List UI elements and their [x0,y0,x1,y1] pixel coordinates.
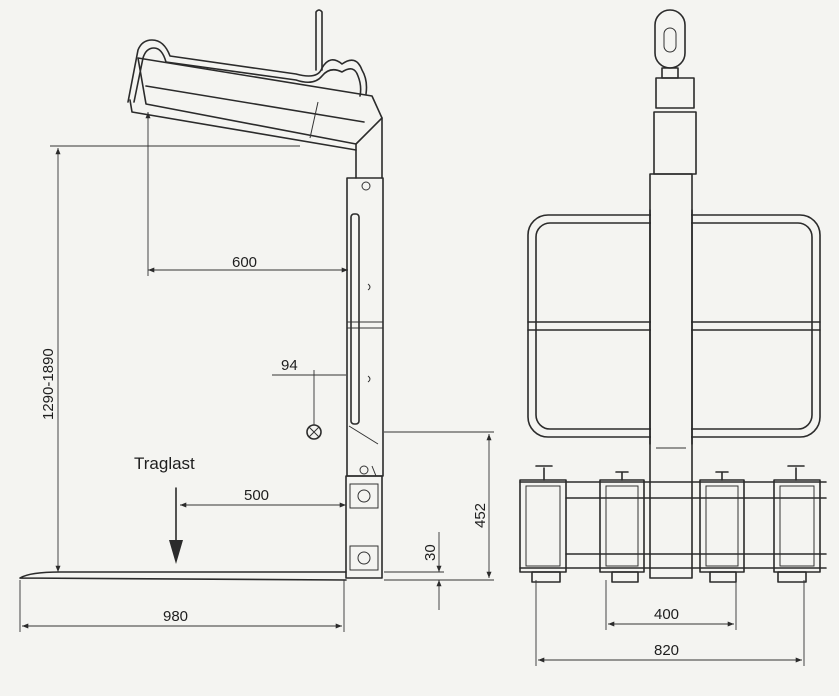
dim-offset-text: 94 [281,357,298,374]
tilted-handle [127,39,368,103]
dim-total-width-text: 820 [654,642,679,659]
dimension-offset [272,370,346,425]
fork-tine [19,571,347,581]
mast [346,117,384,477]
dim-wheel-spacing-text: 400 [654,606,679,623]
dim-pivot-height-text: 452 [472,503,489,528]
fork-block [345,475,383,579]
dimension-reach [148,112,348,276]
wheel-right-inner [699,471,745,583]
pivot-knob [306,424,322,440]
load-arrow [169,487,183,564]
wheel-assembly [519,465,827,583]
dim-load-center-text: 500 [244,487,269,504]
dim-reach-text: 600 [232,254,257,271]
dimension-wheel-spacing [605,580,737,630]
wheel-left-outer [519,465,567,583]
wheel-left-inner [599,471,645,583]
dim-fork-thickness-text: 30 [422,544,439,561]
front-view: 400 820 [519,9,827,666]
top-rod [315,9,323,71]
lifting-eye [654,9,686,79]
dim-fork-length-text: 980 [163,608,188,625]
wheel-right-outer [773,465,821,583]
handle-frame [527,209,821,445]
dim-height-text: 1290-1890 [40,348,57,420]
dimension-total-width [535,580,805,666]
dimension-fork-length [19,580,345,632]
load-label: Traglast [134,454,195,473]
dimension-fork-thickness [384,532,444,610]
dimension-height [50,145,300,572]
arm-beam [129,57,383,151]
side-view: Traglast 600 1290-1890 94 500 452 [19,9,494,632]
